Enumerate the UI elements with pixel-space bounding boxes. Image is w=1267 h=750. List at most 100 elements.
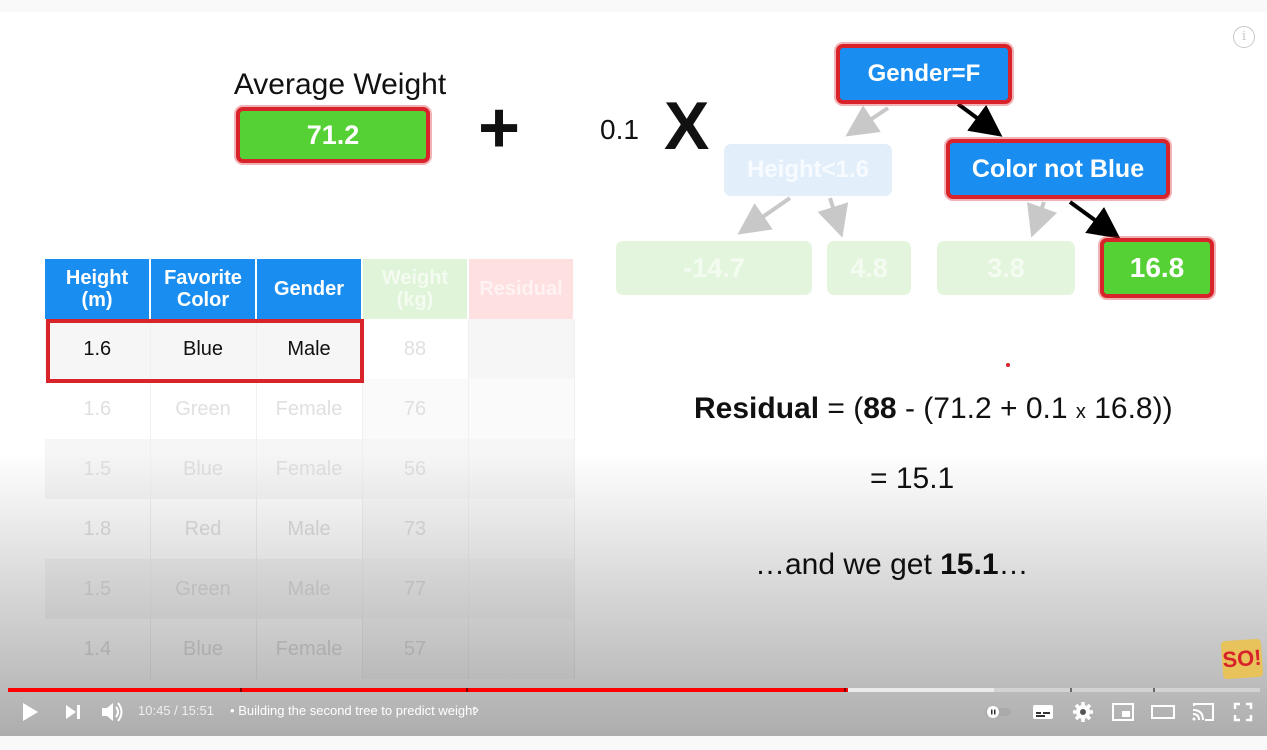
cell: 56 [362,439,469,499]
average-weight-value: 71.2 [236,107,430,163]
volume-icon [102,702,123,722]
cell: Blue [150,619,257,679]
miniplayer-icon [1112,703,1134,721]
cell: 1.8 [45,499,151,559]
cast-button[interactable] [1188,694,1218,730]
table-row: 1.8 Red Male 73 [45,499,575,559]
cell [468,499,575,559]
gear-icon [1073,702,1093,722]
theater-icon [1151,705,1175,719]
video-player[interactable]: i Average Weight 71.2 + 0.1 X Gender=F H… [0,12,1267,736]
fullscreen-button[interactable] [1228,694,1258,730]
table-row: 1.5 Blue Female 56 [45,439,575,499]
table-row: 1.6 Blue Male 88 [45,319,575,379]
chapter-title: Building the second tree to predict weig… [238,703,476,718]
table-row: 1.4 Blue Female 57 [45,619,575,679]
arrow-root-right [956,102,1003,137]
residual-equation: Residual = (88 - (71.2 + 0.1 x 16.8)) [694,392,1173,426]
plus-sign: + [478,88,521,168]
cell [468,559,575,619]
cell: 1.5 [45,559,151,619]
closing-pre: …and we get [755,548,941,581]
subtitles-icon [1033,705,1053,719]
arrow-right-c [1027,201,1058,238]
skip-next-icon [66,705,80,719]
observed-value: 88 [863,392,897,425]
theater-mode-button[interactable] [1148,694,1178,730]
tree-leaf: -14.7 [616,241,812,295]
cell: Female [256,379,363,439]
cell: Male [256,499,363,559]
cell: 1.6 [45,379,151,439]
cell: 1.4 [45,619,151,679]
cell: 57 [362,619,469,679]
residual-word: Residual [694,392,820,425]
cell: 88 [362,319,469,379]
chapter-marker [1070,688,1072,692]
table-header-row: Height (m) Favorite Color Gender Weight … [45,259,575,319]
fullscreen-icon [1233,702,1253,722]
cell: Blue [150,439,257,499]
chapter-marker [466,688,468,692]
tree-right-node: Color not Blue [946,139,1170,199]
arrow-right-d [1068,200,1121,239]
closing-bold: 15.1 [940,548,999,581]
miniplayer-button[interactable] [1108,694,1138,730]
tree-root-node: Gender=F [836,44,1012,104]
closing-post: … [998,548,1029,581]
arrow-left-a [737,196,792,235]
table-row: 1.6 Green Female 76 [45,379,575,439]
eq-part1: = ( [819,392,864,425]
chapter-bullet: • [230,703,235,718]
cell: 1.6 [45,319,151,379]
settings-button[interactable] [1068,694,1098,730]
chevron-right-icon[interactable]: › [474,701,479,718]
volume-button[interactable] [98,694,128,730]
channel-logo[interactable]: SO! [1220,638,1264,680]
autoplay-toggle[interactable] [982,694,1014,730]
chapter-marker [240,688,242,692]
cell: Blue [150,319,257,379]
pointer-dot [1006,363,1010,367]
header-height: Height (m) [45,259,151,319]
multiply-sign: X [664,88,710,164]
subtitles-button[interactable] [1028,694,1058,730]
arrow-root-left [845,105,890,137]
header-residual: Residual [468,259,575,319]
eq-part2: - (71.2 + 0.1 [896,392,1076,425]
cell: Male [256,559,363,619]
cell: Green [150,559,257,619]
cell: 73 [362,499,469,559]
header-weight: Weight (kg) [362,259,469,319]
cell [468,439,575,499]
info-icon[interactable]: i [1233,26,1255,48]
row-highlight-box [46,319,364,383]
table-row: 1.5 Green Male 77 [45,559,575,619]
closing-caption: …and we get 15.1… [755,548,1029,582]
next-button[interactable] [58,694,88,730]
time-display: 10:45 / 15:51 [138,703,214,718]
progress-played [8,688,848,692]
chapter-marker [1153,688,1155,692]
progress-bar[interactable] [8,688,1260,692]
cell [468,319,575,379]
autoplay-toggle-icon [985,706,1011,718]
cell [468,619,575,679]
chapter-marker [844,688,846,692]
cell: Green [150,379,257,439]
cast-icon [1192,703,1214,721]
tree-leaf: 4.8 [827,241,911,295]
average-weight-title: Average Weight [233,68,447,101]
controls-bar: 10:45 / 15:51 • Building the second tree… [0,694,1267,730]
time-separator: / [170,703,182,718]
time-current: 10:45 [138,703,171,718]
tree-leaf: 3.8 [937,241,1075,295]
cell: Female [256,619,363,679]
cell: 77 [362,559,469,619]
eq-part3: 16.8)) [1085,392,1173,425]
arrow-left-b [817,197,849,238]
cell: 1.5 [45,439,151,499]
play-button[interactable] [14,694,46,730]
chapter-title-button[interactable]: • Building the second tree to predict we… [230,703,476,718]
residual-result: = 15.1 [870,462,955,495]
